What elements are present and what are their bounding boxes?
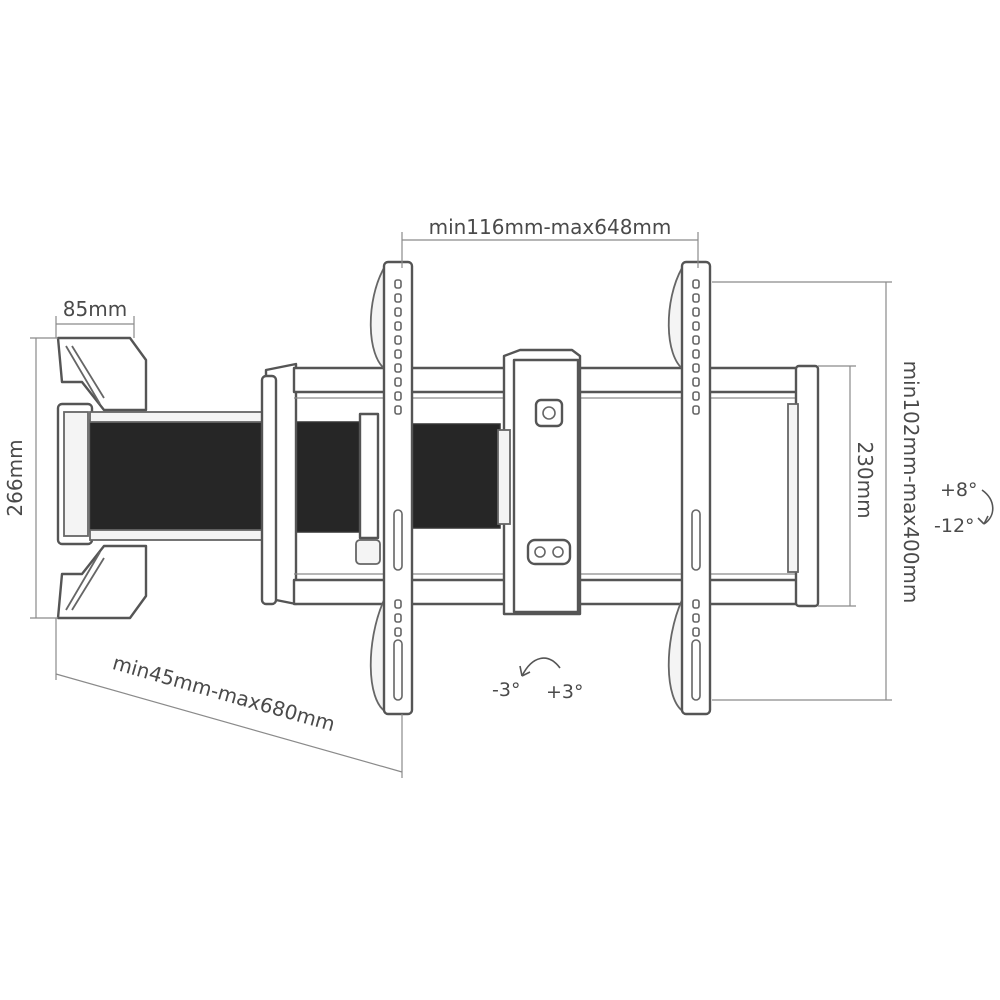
mounting-hole: [394, 391, 402, 401]
wall-plate-width-dimension: 85mm: [55, 297, 135, 338]
tilt-down-label: -12°: [934, 515, 975, 537]
extension-arm: [89, 411, 501, 541]
mounting-hole: [394, 613, 402, 623]
mounting-hole: [394, 335, 402, 345]
mounting-hole: [394, 405, 402, 415]
vesa-width-dimension: min116mm-max648mm: [401, 215, 699, 268]
vesa-height-dimension: min102mm-max400mm: [712, 281, 923, 701]
bracket-height-label: 230mm: [853, 441, 877, 518]
mounting-hole: [692, 613, 700, 623]
center-carriage: [497, 348, 582, 616]
bracket-height-dimension: 230mm: [818, 365, 877, 607]
mounting-hole: [394, 627, 402, 637]
mounting-hole: [394, 321, 402, 331]
mounting-hole: [394, 293, 402, 303]
level-adjust-indicator: -3° +3°: [492, 657, 584, 703]
mounting-hole: [394, 599, 402, 609]
mounting-hole: [394, 307, 402, 317]
pivot-block: [260, 362, 381, 606]
vesa-width-label: min116mm-max648mm: [429, 215, 672, 239]
mounting-hole: [394, 349, 402, 359]
mounting-hole: [692, 349, 700, 359]
wall-plate-height-label: 266mm: [3, 439, 27, 516]
mounting-hole: [692, 405, 700, 415]
wall-plate-height-dimension: 266mm: [3, 337, 58, 619]
wall-plate: [56, 336, 148, 620]
profile-label: min45mm-max680mm: [110, 650, 338, 736]
mounting-hole: [394, 377, 402, 387]
mounting-hole: [692, 307, 700, 317]
mounting-hole: [692, 293, 700, 303]
right-vesa-strap: [667, 260, 712, 716]
mounting-hole: [394, 279, 402, 289]
mounting-hole: [692, 279, 700, 289]
vesa-height-label: min102mm-max400mm: [899, 361, 923, 604]
level-adjust-left-label: -3°: [492, 679, 520, 701]
tilt-up-label: +8°: [940, 479, 978, 501]
wall-plate-width-label: 85mm: [63, 297, 127, 321]
left-vesa-strap: [369, 260, 414, 716]
mounting-hole: [692, 321, 700, 331]
mounting-hole: [394, 363, 402, 373]
mounting-hole: [692, 599, 700, 609]
tilt-indicator: +8° -12°: [934, 479, 994, 537]
mounting-hole: [692, 391, 700, 401]
mounting-hole: [692, 377, 700, 387]
level-adjust-right-label: +3°: [546, 681, 584, 703]
mounting-hole: [692, 627, 700, 637]
mounting-hole: [692, 335, 700, 345]
profile-dimension: min45mm-max680mm: [55, 618, 403, 778]
mounting-hole: [692, 363, 700, 373]
